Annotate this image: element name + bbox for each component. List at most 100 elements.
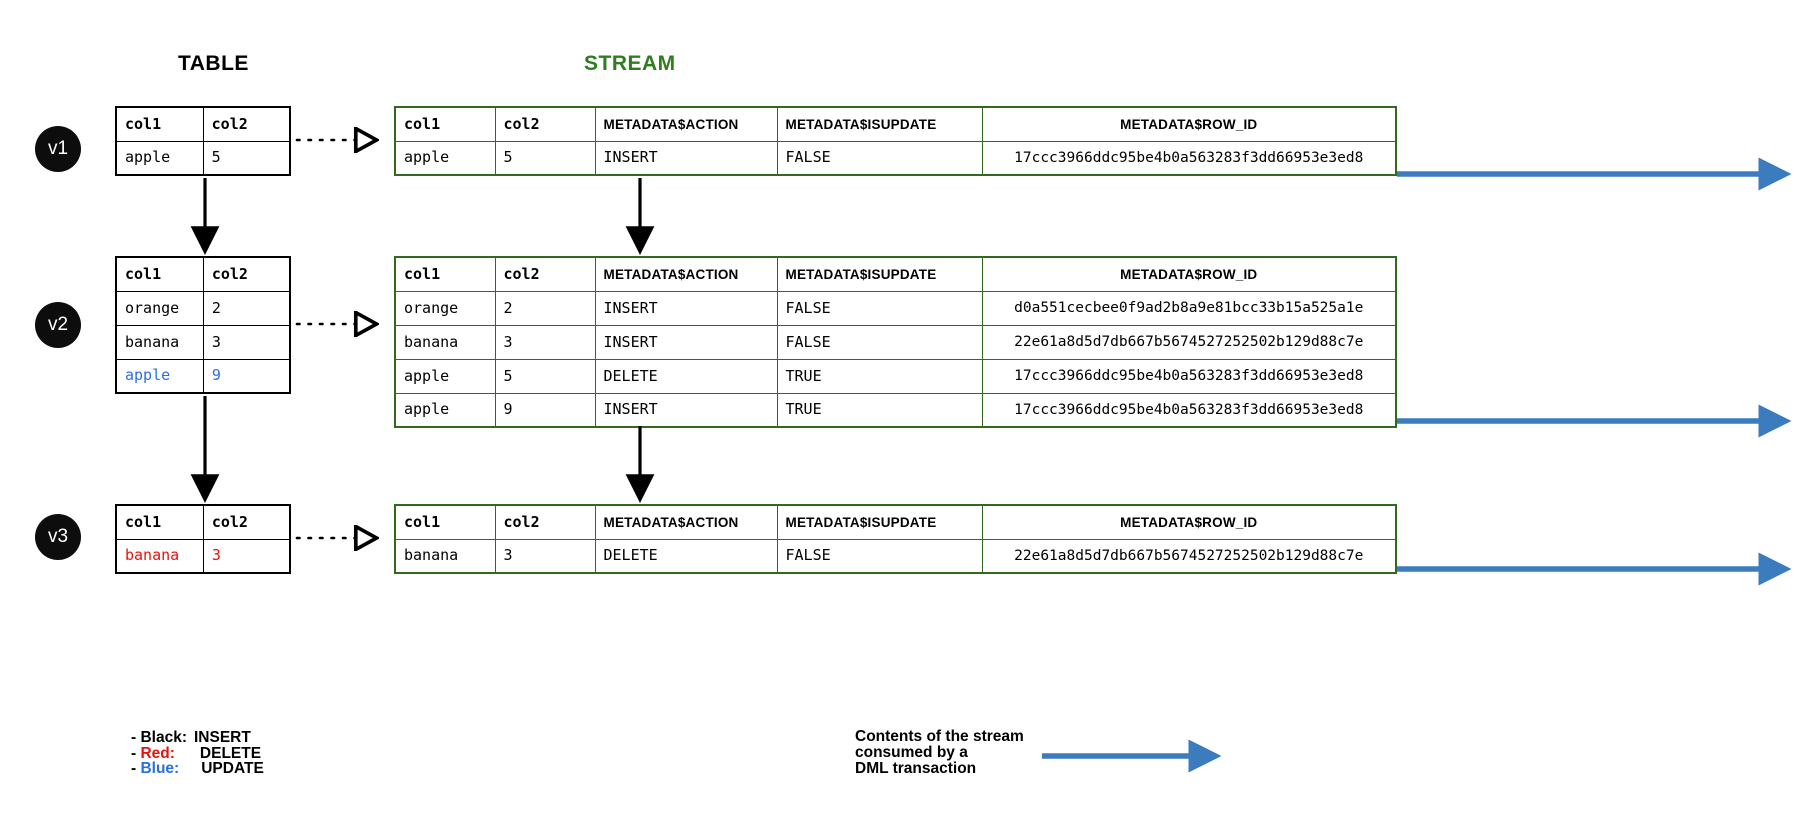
table-row: apple 9 [115, 358, 291, 394]
legend-dash: - [131, 760, 141, 777]
stream-header-row: col1 col2 METADATA$ACTION METADATA$ISUPD… [394, 504, 1397, 540]
table-cell-col2: 3 [202, 538, 291, 574]
stream-col-header-col2: col2 [494, 256, 596, 292]
stream-consumption-caption: Contents of the stream consumed by a DML… [855, 728, 1024, 777]
table-col-header-col2: col2 [202, 106, 291, 142]
legend-color-name: Red: [140, 744, 175, 762]
table-snapshot-v2: col1 col2 orange 2 banana 3 apple 9 [115, 256, 291, 394]
table-snapshot-v3: col1 col2 banana 3 [115, 504, 291, 574]
version-badge-label: v2 [47, 314, 69, 335]
stream-cell-col1: banana [394, 538, 496, 574]
legend-color-name: Blue: [140, 760, 180, 777]
stream-header-row: col1 col2 METADATA$ACTION METADATA$ISUPD… [394, 106, 1397, 142]
stream-col-header-rowid: METADATA$ROW_ID [981, 106, 1397, 142]
stream-cell-action: INSERT [594, 290, 778, 326]
table-cell-col1: apple [115, 358, 204, 394]
stream-column-heading: STREAM [584, 52, 676, 75]
version-badge-v1: v1 [35, 126, 81, 172]
legend-item-update: - Blue: UPDATE [131, 761, 264, 777]
legend-dash: - [131, 744, 141, 762]
stream-cell-rowid: 17ccc3966ddc95be4b0a563283f3dd66953e3ed8 [981, 140, 1397, 176]
stream-cell-isupdate: FALSE [776, 538, 983, 574]
stream-cell-col2: 3 [494, 538, 596, 574]
version-badge-label: v1 [47, 138, 69, 159]
stream-col-header-col1: col1 [394, 106, 496, 142]
stream-col-header-col1: col1 [394, 256, 496, 292]
table-row: banana 3 [115, 324, 291, 360]
table-cell-col1: orange [115, 290, 204, 326]
stream-cell-col2: 3 [494, 324, 596, 360]
legend-dash: - [131, 729, 141, 746]
stream-cell-action: DELETE [594, 538, 778, 574]
stream-col-header-col1: col1 [394, 504, 496, 540]
version-badge-v3: v3 [35, 514, 81, 560]
table-snapshot-v1: col1 col2 apple 5 [115, 106, 291, 176]
stream-col-header-isupdate: METADATA$ISUPDATE [776, 256, 983, 292]
table-cell-col2: 3 [202, 324, 291, 360]
stream-cell-col2: 5 [494, 358, 596, 394]
stream-cell-rowid: 17ccc3966ddc95be4b0a563283f3dd66953e3ed8 [981, 358, 1397, 394]
stream-cell-action: INSERT [594, 392, 778, 428]
stream-cell-isupdate: TRUE [776, 358, 983, 394]
legend-color-name: Black: [140, 729, 187, 746]
stream-row: apple 9 INSERT TRUE 17ccc3966ddc95be4b0a… [394, 392, 1397, 428]
stream-col-header-isupdate: METADATA$ISUPDATE [776, 106, 983, 142]
version-badge-label: v3 [47, 526, 69, 547]
stream-col-header-rowid: METADATA$ROW_ID [981, 504, 1397, 540]
stream-row: banana 3 DELETE FALSE 22e61a8d5d7db667b5… [394, 538, 1397, 574]
stream-row: apple 5 DELETE TRUE 17ccc3966ddc95be4b0a… [394, 358, 1397, 394]
legend-action: DELETE [199, 744, 262, 762]
legend-action: INSERT [194, 729, 251, 746]
stream-col-header-isupdate: METADATA$ISUPDATE [776, 504, 983, 540]
table-col-header-col2: col2 [202, 256, 291, 292]
stream-col-header-action: METADATA$ACTION [594, 106, 778, 142]
stream-col-header-col2: col2 [494, 106, 596, 142]
stream-cell-rowid: 17ccc3966ddc95be4b0a563283f3dd66953e3ed8 [981, 392, 1397, 428]
stream-row: banana 3 INSERT FALSE 22e61a8d5d7db667b5… [394, 324, 1397, 360]
table-header-row: col1 col2 [115, 106, 291, 142]
table-col-header-col1: col1 [115, 106, 204, 142]
stream-cell-rowid: 22e61a8d5d7db667b5674527252502b129d88c7e [981, 538, 1397, 574]
table-cell-col2: 5 [202, 140, 291, 176]
version-badge-v2: v2 [35, 302, 81, 348]
stream-cell-col1: apple [394, 358, 496, 394]
stream-cell-col1: apple [394, 140, 496, 176]
stream-cell-action: DELETE [594, 358, 778, 394]
stream-snapshot-v3: col1 col2 METADATA$ACTION METADATA$ISUPD… [394, 504, 1397, 574]
table-cell-col1: apple [115, 140, 204, 176]
stream-cell-rowid: 22e61a8d5d7db667b5674527252502b129d88c7e [981, 324, 1397, 360]
table-cell-col1: banana [115, 324, 204, 360]
legend-item-insert: - Black: INSERT [131, 730, 264, 746]
table-col-header-col1: col1 [115, 504, 204, 540]
stream-snapshot-v1: col1 col2 METADATA$ACTION METADATA$ISUPD… [394, 106, 1397, 176]
table-col-header-col1: col1 [115, 256, 204, 292]
stream-row: orange 2 INSERT FALSE d0a551cecbee0f9ad2… [394, 290, 1397, 326]
stream-cell-isupdate: FALSE [776, 290, 983, 326]
table-cell-col2: 2 [202, 290, 291, 326]
stream-col-header-action: METADATA$ACTION [594, 256, 778, 292]
stream-cell-isupdate: FALSE [776, 140, 983, 176]
table-row: orange 2 [115, 290, 291, 326]
stream-cell-rowid: d0a551cecbee0f9ad2b8a9e81bcc33b15a525a1e [981, 290, 1397, 326]
table-column-heading: TABLE [178, 52, 249, 75]
stream-snapshot-v2: col1 col2 METADATA$ACTION METADATA$ISUPD… [394, 256, 1397, 428]
table-header-row: col1 col2 [115, 504, 291, 540]
stream-row: apple 5 INSERT FALSE 17ccc3966ddc95be4b0… [394, 140, 1397, 176]
stream-cell-isupdate: FALSE [776, 324, 983, 360]
stream-cell-isupdate: TRUE [776, 392, 983, 428]
table-header-row: col1 col2 [115, 256, 291, 292]
stream-cell-action: INSERT [594, 140, 778, 176]
stream-cell-col2: 9 [494, 392, 596, 428]
table-row: apple 5 [115, 140, 291, 176]
table-cell-col1: banana [115, 538, 204, 574]
legend-action: UPDATE [201, 760, 264, 777]
stream-col-header-col2: col2 [494, 504, 596, 540]
stream-cell-col2: 2 [494, 290, 596, 326]
color-legend: - Black: INSERT - Red: DELETE - Blue: UPDAT… [131, 730, 264, 777]
legend-item-delete: - Red: DELETE [131, 744, 264, 762]
table-cell-col2: 9 [202, 358, 291, 394]
table-col-header-col2: col2 [202, 504, 291, 540]
stream-cell-col1: banana [394, 324, 496, 360]
stream-cell-col1: apple [394, 392, 496, 428]
